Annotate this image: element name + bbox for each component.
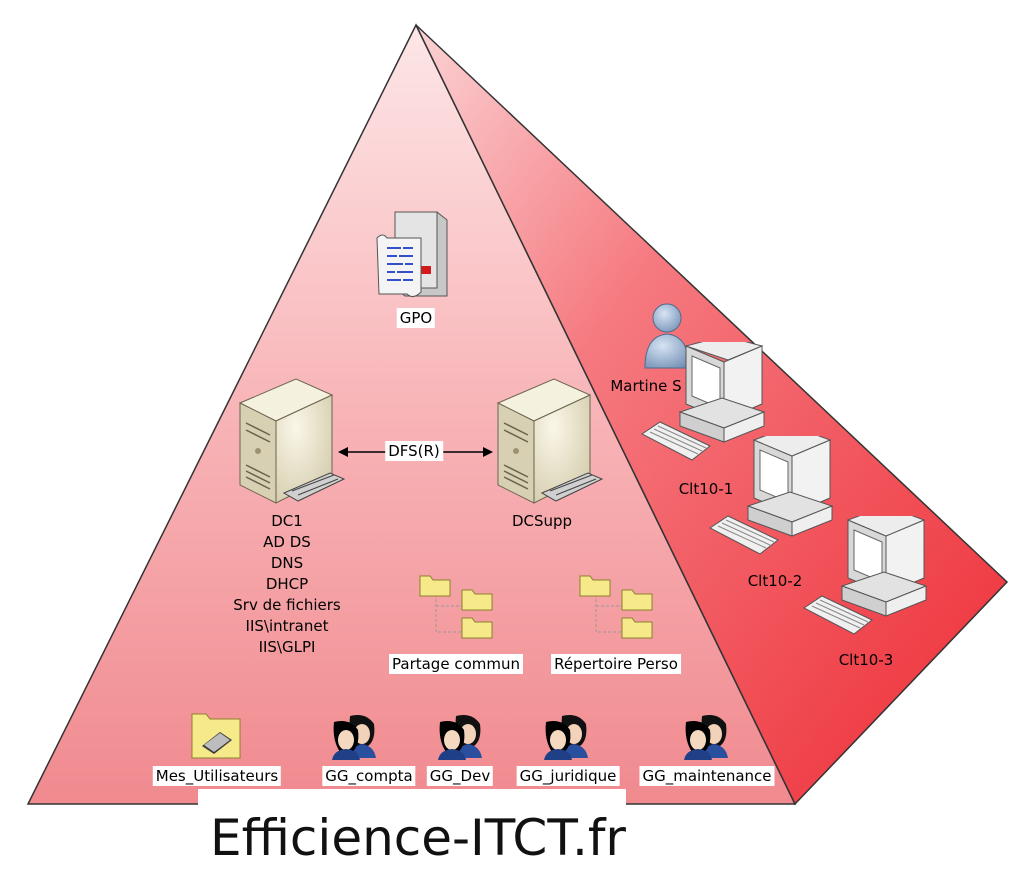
workstation-icon[interactable] bbox=[802, 516, 932, 641]
group-icon[interactable] bbox=[542, 710, 590, 760]
ou-label: Mes_Utilisateurs bbox=[152, 766, 282, 786]
client-label: Clt10-3 bbox=[838, 651, 894, 669]
gpo-label: GPO bbox=[396, 308, 436, 328]
group-label: GG_juridique bbox=[516, 766, 620, 786]
dcsupp-label: DCSupp bbox=[511, 512, 573, 530]
workstation-icon[interactable] bbox=[708, 436, 838, 561]
client-label: Clt10-2 bbox=[747, 572, 803, 590]
dfs-link-label: DFS(R) bbox=[385, 441, 443, 461]
workstation-icon[interactable] bbox=[640, 342, 770, 467]
user-icon[interactable] bbox=[642, 300, 692, 372]
dc1-role: IIS\intranet bbox=[245, 617, 329, 635]
share-label: Partage commun bbox=[389, 654, 523, 674]
group-label: GG_Dev bbox=[426, 766, 494, 786]
dc1-role: Srv de fichiers bbox=[233, 596, 341, 614]
shared-folder-icon[interactable] bbox=[418, 570, 498, 646]
dc1-role: DNS bbox=[270, 554, 304, 572]
dc1-server-icon[interactable] bbox=[236, 375, 346, 510]
dcsupp-server-icon[interactable] bbox=[494, 375, 604, 510]
dc1-info: DC1 AD DS DNS DHCP Srv de fichiers IIS\i… bbox=[233, 511, 340, 658]
user-label: Martine S bbox=[610, 377, 682, 395]
gpo-server-icon bbox=[376, 211, 448, 298]
group-label: GG_compta bbox=[322, 766, 416, 786]
client-label: Clt10-1 bbox=[678, 480, 734, 498]
group-icon[interactable] bbox=[682, 710, 730, 760]
site-footer-title: Efficience-ITCT.fr bbox=[210, 809, 626, 867]
group-icon[interactable] bbox=[330, 710, 378, 760]
group-icon[interactable] bbox=[436, 710, 484, 760]
share-label: Répertoire Perso bbox=[551, 654, 681, 674]
dc1-role: DHCP bbox=[265, 575, 309, 593]
ou-folder-icon[interactable] bbox=[190, 710, 244, 762]
dc1-label: DC1 bbox=[271, 512, 303, 530]
group-label: GG_maintenance bbox=[639, 766, 775, 786]
dc1-role: AD DS bbox=[263, 533, 311, 551]
dc1-role: IIS\GLPI bbox=[258, 638, 316, 656]
shared-folder-icon[interactable] bbox=[578, 570, 658, 646]
